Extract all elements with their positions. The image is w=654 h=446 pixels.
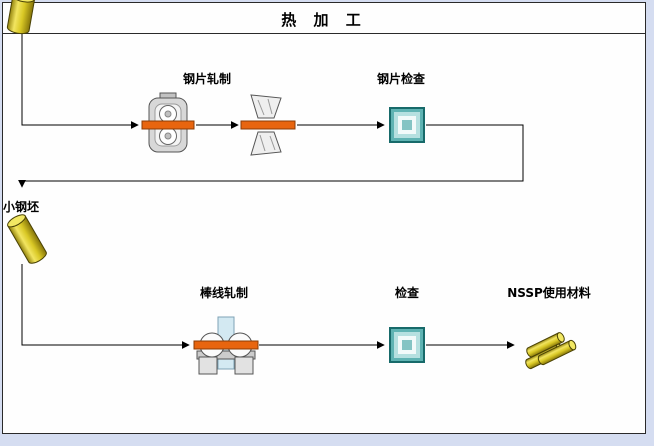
label-bar-rolling: 棒线轧制 [199,286,248,300]
label-nssp-material: NSSP使用材料 [507,286,591,300]
label-sheet-inspection: 钢片检查 [376,72,425,86]
label-small-billet: 小钢坯 [3,200,40,214]
label-inspection: 检查 [394,286,419,300]
label-sheet-rolling: 钢片轧制 [182,72,231,86]
diagram-title: 热 加 工 [281,11,367,29]
title-divider [2,33,646,34]
diagram-panel [2,2,646,434]
